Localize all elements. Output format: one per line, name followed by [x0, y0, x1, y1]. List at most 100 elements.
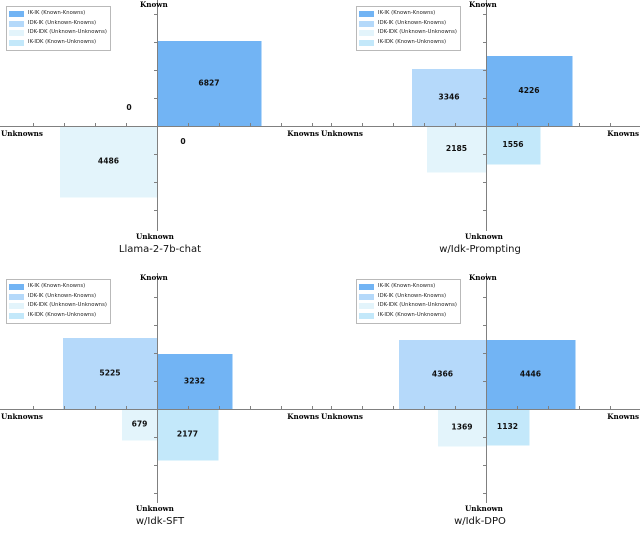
legend-item-ik-idk[interactable]: IK-IDK (Known-Unknowns)	[9, 311, 107, 320]
bar-value-labels: 0 6827 4486 0	[98, 79, 220, 166]
chart-legend: IK-IK (Known-Knowns) IDK-IK (Unknown-Know…	[6, 279, 111, 324]
bar-idk-idk	[437, 408, 487, 447]
legend-swatch-icon	[9, 293, 24, 300]
bar-ik-ik	[485, 55, 573, 127]
bars-group	[411, 55, 573, 173]
axis-label-knowns: Knowns	[287, 129, 319, 138]
axis-label-knowns: Knowns	[607, 412, 639, 421]
legend-label: IK-IDK (Known-Unknowns)	[378, 38, 447, 45]
legend-swatch-icon	[9, 11, 24, 17]
axes	[320, 0, 640, 231]
legend-item-ik-ik[interactable]: IK-IK (Known-Knowns)	[9, 10, 107, 19]
legend-item-idk-idk[interactable]: IDK-IDK (Unknown-Unknowns)	[9, 302, 107, 311]
legend-label: IK-IK (Known-Knowns)	[28, 10, 86, 17]
bar-value-idk-idk: 1369	[451, 423, 472, 432]
chart-legend: IK-IK (Known-Knowns) IDK-IK (Unknown-Know…	[356, 6, 461, 51]
bar-value-ik-idk: 2177	[177, 430, 198, 439]
legend-swatch-icon	[359, 20, 374, 27]
panel-title: w/Idk-DPO	[454, 516, 506, 527]
legend-item-ik-idk[interactable]: IK-IDK (Known-Unknowns)	[359, 311, 457, 320]
legend-label: IDK-IDK (Unknown-Unknowns)	[28, 302, 107, 309]
bar-ik-idk	[156, 408, 219, 461]
legend-swatch-icon	[359, 284, 374, 290]
axis-label-unknown: Unknown	[465, 232, 503, 241]
legend-item-ik-idk[interactable]: IK-IDK (Known-Unknowns)	[9, 38, 107, 47]
axis-label-known: Known	[140, 0, 168, 9]
panel-title: w/Idk-SFT	[135, 516, 185, 527]
axis-label-unknown: Unknown	[465, 504, 503, 513]
bar-value-idk-idk: 4486	[98, 157, 119, 166]
bar-ik-ik	[485, 339, 576, 410]
bar-value-idk-ik: 5225	[99, 369, 120, 378]
legend-item-idk-idk[interactable]: IDK-IDK (Unknown-Unknowns)	[359, 29, 457, 38]
axis-label-unknowns: Unknowns	[321, 412, 363, 421]
panel-title: w/Idk-Prompting	[439, 244, 521, 255]
legend-swatch-icon	[9, 20, 24, 27]
legend-swatch-icon	[359, 312, 374, 319]
axis-label-unknown: Unknown	[136, 504, 174, 513]
bar-ik-idk	[485, 408, 530, 446]
chart-legend: IK-IK (Known-Knowns) IDK-IK (Unknown-Know…	[6, 6, 111, 51]
legend-label: IK-IK (Known-Knowns)	[378, 283, 436, 290]
axis-label-knowns: Knowns	[607, 129, 639, 138]
legend-item-idk-ik[interactable]: IDK-IK (Unknown-Knowns)	[9, 19, 107, 28]
axes	[320, 273, 640, 503]
axis-ticks	[33, 14, 313, 211]
axis-ticks	[33, 297, 313, 494]
axis-label-known: Known	[469, 0, 497, 9]
axis-label-unknowns: Unknowns	[1, 412, 43, 421]
legend-swatch-icon	[9, 303, 24, 309]
legend-label: IK-IDK (Known-Unknowns)	[28, 38, 97, 45]
panel-title: Llama-2-7b-chat	[118, 244, 202, 255]
bar-value-ik-ik: 4226	[518, 86, 539, 95]
axis-label-knowns: Knowns	[287, 412, 319, 421]
bar-idk-ik	[411, 68, 487, 127]
bar-value-idk-ik: 4366	[432, 370, 453, 379]
legend-item-idk-ik[interactable]: IDK-IK (Unknown-Knowns)	[359, 19, 457, 28]
legend-item-idk-idk[interactable]: IDK-IDK (Unknown-Unknowns)	[359, 302, 457, 311]
axes	[0, 0, 320, 231]
legend-item-ik-ik[interactable]: IK-IK (Known-Knowns)	[359, 283, 457, 292]
bar-value-ik-ik: 6827	[198, 79, 219, 88]
legend-swatch-icon	[359, 30, 374, 36]
bar-value-idk-ik: 3346	[438, 93, 459, 102]
axis-ticks	[331, 297, 611, 494]
bar-value-idk-idk: 2185	[446, 144, 467, 153]
legend-swatch-icon	[359, 303, 374, 309]
axis-label-known: Known	[140, 273, 168, 282]
axis-label-unknowns: Unknowns	[1, 129, 43, 138]
legend-label: IK-IK (Known-Knowns)	[28, 283, 86, 290]
bar-value-idk-ik: 0	[126, 103, 131, 112]
axis-label-known: Known	[469, 273, 497, 282]
chart-legend: IK-IK (Known-Knowns) IDK-IK (Unknown-Know…	[356, 279, 461, 324]
bar-value-ik-ik: 4446	[520, 370, 541, 379]
legend-label: IDK-IK (Unknown-Knowns)	[28, 292, 97, 299]
legend-label: IK-IDK (Known-Unknowns)	[28, 311, 97, 318]
bars-group	[59, 40, 262, 198]
legend-label: IDK-IDK (Unknown-Unknowns)	[28, 29, 107, 36]
legend-swatch-icon	[359, 39, 374, 46]
bar-value-ik-idk: 0	[180, 137, 185, 146]
bars-group	[62, 337, 233, 461]
axis-ticks	[331, 14, 611, 211]
bar-ik-ik	[156, 40, 262, 127]
legend-item-ik-ik[interactable]: IK-IK (Known-Knowns)	[359, 10, 457, 19]
legend-label: IK-IK (Known-Knowns)	[378, 10, 436, 17]
legend-item-ik-ik[interactable]: IK-IK (Known-Knowns)	[9, 283, 107, 292]
axis-label-unknown: Unknown	[136, 232, 174, 241]
legend-item-idk-idk[interactable]: IDK-IDK (Unknown-Unknowns)	[9, 29, 107, 38]
legend-item-ik-idk[interactable]: IK-IDK (Known-Unknowns)	[359, 38, 457, 47]
bar-idk-idk	[59, 125, 158, 198]
legend-item-idk-ik[interactable]: IDK-IK (Unknown-Knowns)	[359, 292, 457, 301]
axis-label-unknowns: Unknowns	[321, 129, 363, 138]
legend-label: IK-IDK (Known-Unknowns)	[378, 311, 447, 318]
legend-item-idk-ik[interactable]: IDK-IK (Unknown-Knowns)	[9, 292, 107, 301]
legend-label: IDK-IDK (Unknown-Unknowns)	[378, 302, 457, 309]
